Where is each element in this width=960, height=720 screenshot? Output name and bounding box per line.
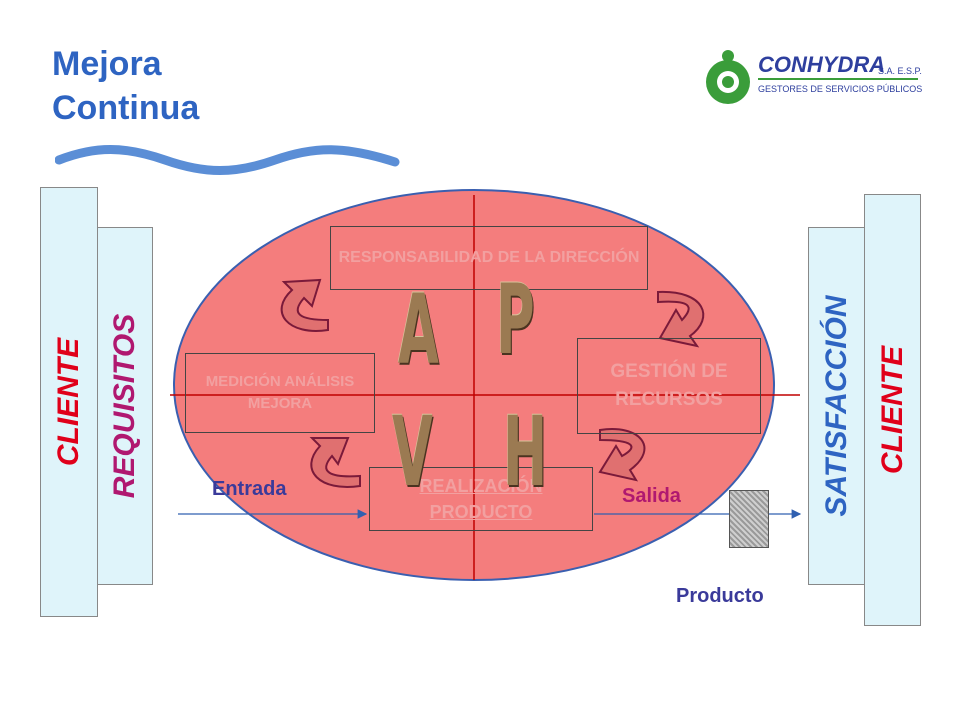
requisitos-panel: REQUISITOS [97, 227, 153, 585]
logo-suffix: S.A. E.S.P. [878, 66, 922, 76]
cliente-panel-left: CLIENTE [40, 187, 98, 617]
cycle-arrows [280, 278, 705, 488]
producto-label: Producto [676, 585, 764, 607]
title-line-1: Mejora [52, 45, 162, 83]
producto-box [729, 490, 769, 548]
logo-tagline: GESTORES DE SERVICIOS PÚBLICOS [758, 84, 923, 94]
satisfaccion-panel: SATISFACCIÓN [808, 227, 865, 585]
medicion-box: MEDICIÓN ANÁLISIS MEJORA [185, 353, 375, 433]
pdca-letter-p: P [496, 264, 535, 376]
page-title: Mejora Continua [52, 42, 199, 130]
wave-decoration [55, 145, 400, 175]
title-line-2: Continua [52, 89, 200, 127]
arrow-mid-right [598, 428, 646, 482]
arrow-top-left [280, 278, 329, 332]
conhydra-logo: CONHYDRA S.A. E.S.P. GESTORES DE SERVICI… [700, 48, 930, 118]
conhydra-logo-icon [706, 50, 750, 104]
arrow-bottom-left [309, 437, 361, 488]
arrow-top-right [657, 290, 705, 348]
logo-name: CONHYDRA [758, 52, 886, 77]
pdca-letter-a: A [398, 274, 439, 386]
cliente-panel-right: CLIENTE [864, 194, 921, 626]
realizacion-box: REALIZACIÓN PRODUCTO [369, 467, 593, 531]
pdca-letter-h: H [503, 396, 548, 508]
logo-rule [758, 78, 918, 80]
pdca-letter-v: V [392, 396, 433, 508]
salida-label: Salida [622, 485, 681, 507]
entrada-label: Entrada [212, 478, 287, 500]
responsabilidad-box: RESPONSABILIDAD DE LA DIRECCIÓN [330, 226, 648, 290]
gestion-box: GESTIÓN DE RECURSOS [577, 338, 761, 434]
